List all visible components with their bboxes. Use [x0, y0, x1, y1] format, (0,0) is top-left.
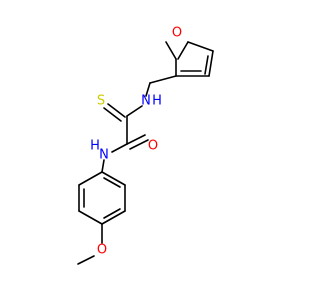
bond-furan-c5-c4 [187, 41, 214, 52]
bond-furan-o-c2 [165, 41, 177, 60]
bond-furan-c4-c3-inner [204, 55, 209, 75]
atom-label-h-left: H [90, 139, 100, 154]
bond-c-o-1 [126, 134, 146, 145]
bond-ph-6-1 [78, 171, 103, 186]
bond-c-o-2 [129, 139, 149, 150]
atom-label-o-methoxy: O [97, 243, 107, 258]
bond-camide-nh [111, 143, 128, 153]
molecule-structure: O H N S O H N O [77, 26, 214, 265]
bond-c-s-2 [103, 107, 122, 122]
bond-ph-4-5 [78, 210, 103, 225]
atom-label-s: S [97, 94, 105, 109]
bond-ph-inner-1 [103, 177, 121, 188]
bond-nh-cthio [126, 105, 143, 117]
bond-ch2-nh [145, 82, 151, 97]
atom-label-h-top: H [152, 94, 162, 109]
bond-ph-1-2 [101, 171, 126, 186]
atom-label-n-left: N [99, 148, 109, 163]
bond-c-s-1 [107, 103, 126, 118]
atom-label-n-top: N [141, 94, 151, 109]
bond-nh-phenyl [101, 159, 105, 173]
bond-ph-3-4 [101, 210, 126, 225]
bond-ph-inner-2 [103, 208, 121, 219]
bond-layer [77, 41, 214, 265]
bond-furan-c4-c3 [208, 50, 214, 77]
bond-o-methyl [77, 255, 95, 265]
atom-label-o-furan: O [172, 26, 182, 41]
bond-furan-ch2 [149, 75, 177, 84]
atom-label-o-carbonyl: O [148, 139, 158, 154]
bond-furan-o-c5 [177, 41, 189, 60]
atom-label-layer: O H N S O H N O [90, 26, 182, 258]
